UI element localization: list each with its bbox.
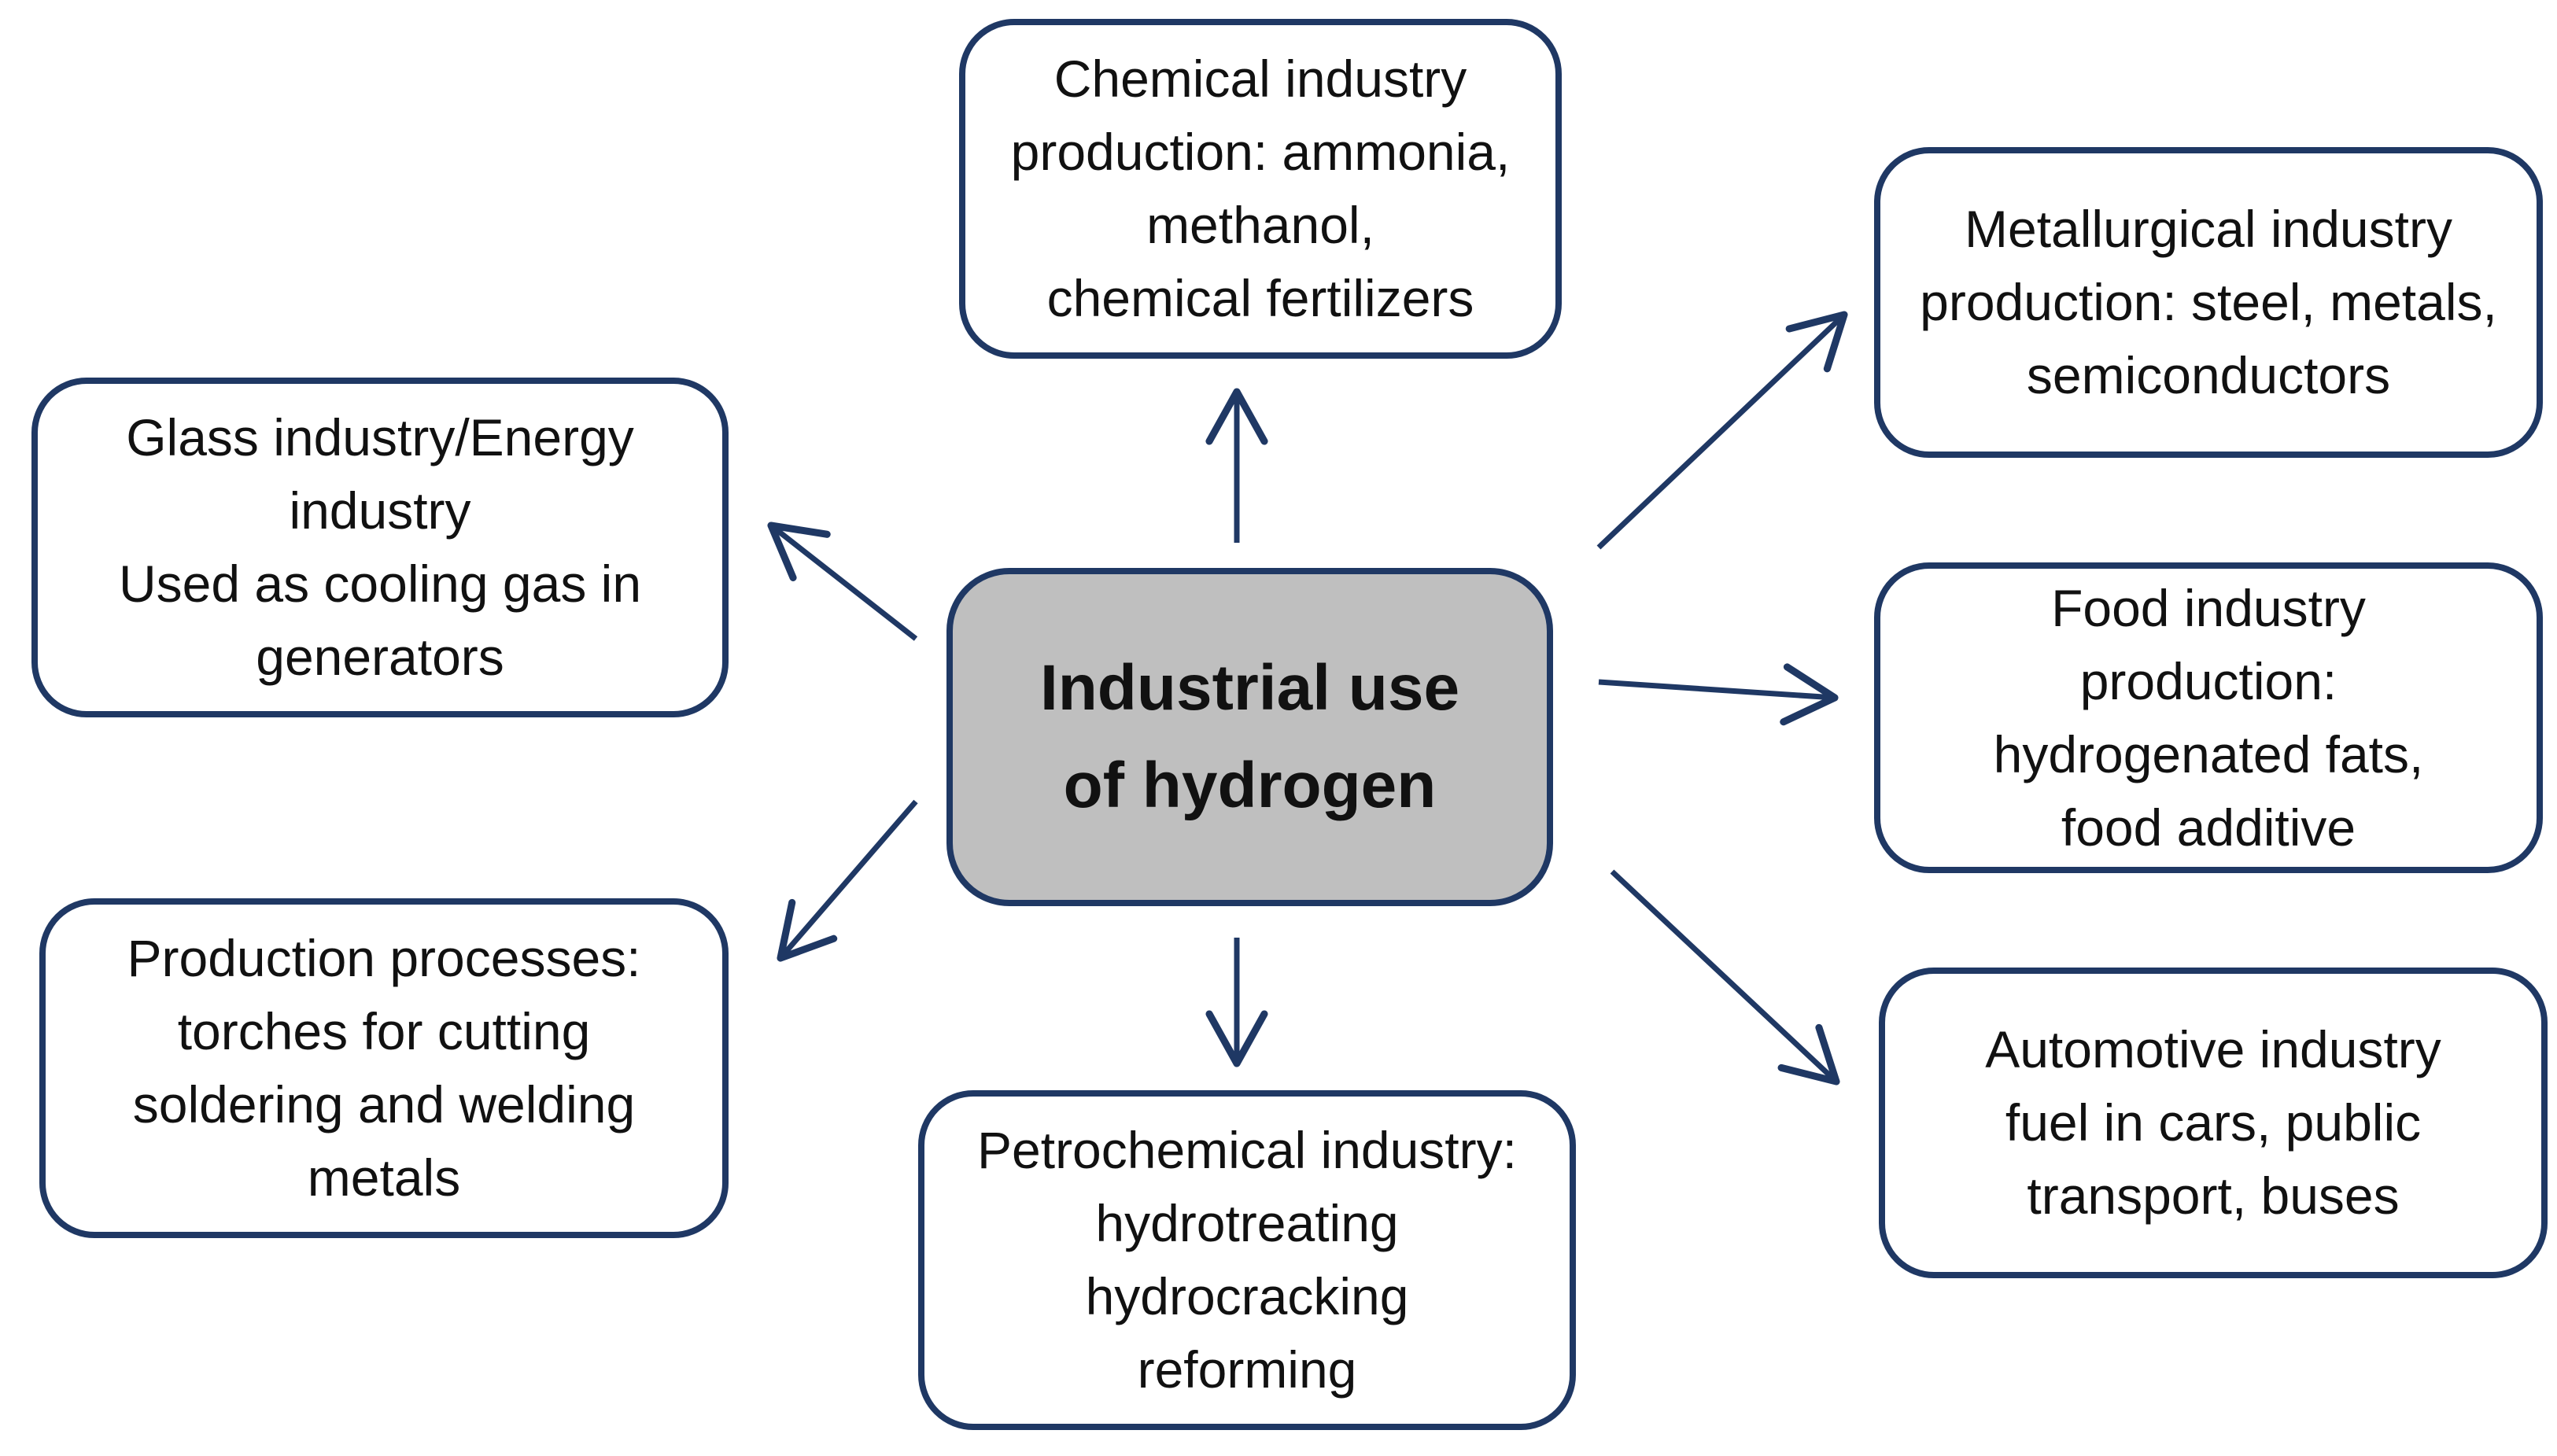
center-line-2: of hydrogen bbox=[1063, 750, 1437, 821]
production-line-4: metals bbox=[307, 1148, 461, 1207]
petrochemical-industry-box: Petrochemical industry: hydrotreating hy… bbox=[918, 1090, 1576, 1430]
production-line-1: Production processes: bbox=[127, 929, 641, 987]
production-line-3: soldering and welding bbox=[132, 1075, 636, 1133]
central-concept-box: Industrial use of hydrogen bbox=[946, 568, 1553, 906]
production-processes-box: Production processes: torches for cuttin… bbox=[39, 898, 729, 1238]
petro-line-1: Petrochemical industry: bbox=[977, 1121, 1517, 1179]
arrow-to-production bbox=[777, 799, 918, 962]
food-line-4: food additive bbox=[2061, 798, 2356, 857]
chemical-line-1: Chemical industry bbox=[1053, 50, 1467, 108]
petro-line-2: hydrotreating bbox=[1095, 1194, 1399, 1252]
center-line-1: Industrial use bbox=[1039, 652, 1460, 724]
production-line-2: torches for cutting bbox=[177, 1002, 591, 1060]
chemical-line-2: production: ammonia, bbox=[1010, 123, 1511, 181]
arrow-to-metallurgy bbox=[1596, 311, 1848, 550]
arrow-to-glass bbox=[767, 522, 918, 641]
glass-line-1: Glass industry/Energy bbox=[126, 408, 634, 466]
metallurgy-line-1: Metallurgical industry bbox=[1965, 200, 2452, 258]
automotive-line-1: Automotive industry bbox=[1985, 1020, 2441, 1078]
chemical-line-4: chemical fertilizers bbox=[1046, 269, 1474, 327]
food-industry-box: Food industry production: hydrogenated f… bbox=[1874, 562, 2543, 873]
arrow-to-food bbox=[1598, 663, 1839, 726]
chemical-line-3: methanol, bbox=[1146, 196, 1374, 254]
glass-energy-industry-box: Glass industry/Energy industry Used as c… bbox=[31, 378, 729, 717]
arrow-to-automotive bbox=[1610, 869, 1840, 1086]
metallurgical-industry-box: Metallurgical industry production: steel… bbox=[1874, 147, 2543, 458]
automotive-line-3: transport, buses bbox=[2027, 1167, 2400, 1225]
food-line-1: Food industry bbox=[2051, 578, 2366, 637]
glass-line-2: industry bbox=[289, 481, 471, 540]
automotive-line-2: fuel in cars, public bbox=[2005, 1093, 2422, 1152]
metallurgy-line-2: production: steel, metals, bbox=[1920, 273, 2497, 331]
glass-line-3: Used as cooling gas in bbox=[118, 555, 642, 613]
chemical-industry-box: Chemical industry production: ammonia, m… bbox=[959, 19, 1562, 359]
food-line-3: hydrogenated fats, bbox=[1993, 724, 2424, 783]
petro-line-4: reforming bbox=[1137, 1340, 1357, 1399]
metallurgy-line-3: semiconductors bbox=[2026, 346, 2391, 404]
petro-line-3: hydrocracking bbox=[1085, 1267, 1409, 1325]
food-line-2: production: bbox=[2079, 651, 2337, 710]
glass-line-4: generators bbox=[256, 628, 504, 686]
automotive-industry-box: Automotive industry fuel in cars, public… bbox=[1879, 968, 2548, 1278]
